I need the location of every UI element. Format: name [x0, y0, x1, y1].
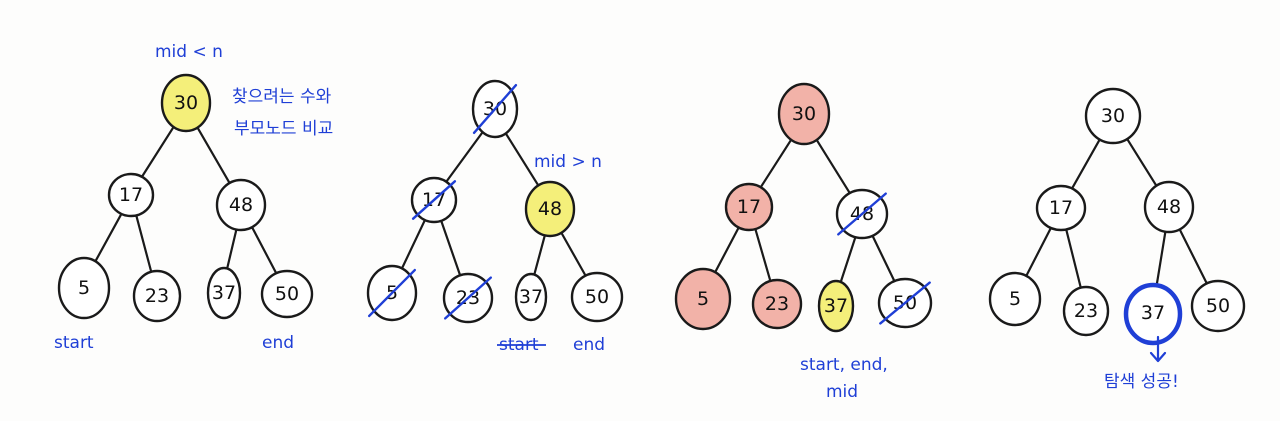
tree-edge [225, 227, 238, 271]
tree-edge [1070, 137, 1102, 191]
tree-node-rl-value: 37 [824, 295, 848, 317]
tree-node-rr-value: 50 [275, 283, 299, 305]
tree-edge [503, 131, 541, 188]
tree-edge [93, 211, 124, 264]
panel-4-found: 30 17 48 5 23 37 50 [988, 87, 1246, 346]
tree-node-rl-value: 37 [519, 286, 543, 308]
tree-node-ll-circle [674, 267, 732, 331]
tree-node-r-value: 48 [1157, 196, 1181, 218]
panel-1-compare-root: 30 17 48 5 23 37 50 [57, 73, 314, 323]
found-node-ring [1123, 282, 1183, 346]
tree-edge [839, 234, 857, 285]
tree-node-rr-circle [1190, 279, 1246, 333]
tree-edge [250, 224, 279, 276]
tree-edge [195, 125, 232, 186]
tree-node-lr-circle [1062, 285, 1110, 337]
tree-node-r-value: 48 [229, 194, 253, 216]
tree-node-l-value: 17 [1049, 197, 1073, 219]
tree-node-root-value: 30 [1101, 105, 1125, 127]
tree-node-r-circle [215, 178, 267, 232]
eliminated-slash [472, 83, 518, 135]
tree-edge [759, 137, 794, 190]
tree-node-ll-value: 5 [1009, 288, 1021, 310]
tree-node-rl-circle [817, 279, 855, 333]
tree-node-l-circle [724, 182, 774, 232]
tree-node-r-circle [1143, 180, 1195, 234]
tree-node-ll-value: 5 [697, 288, 709, 310]
tree-node-l-value: 17 [737, 196, 761, 218]
tree-node-root-circle [160, 73, 212, 133]
tree-edge [1064, 227, 1083, 290]
panel-2-mid-gt-n-label: mid > n [534, 152, 602, 172]
panel-4-result-label: 탐색 성공! [1104, 372, 1179, 392]
panel-2-end-label: end [573, 335, 605, 355]
eliminated-slash [879, 281, 931, 325]
tree-node-rl-value: 37 [1141, 302, 1165, 324]
tree-node-lr-circle [751, 278, 803, 330]
panel-4-down-arrow [1149, 335, 1167, 363]
tree-node-rl-value: 37 [212, 282, 236, 304]
panel-1-start-label: start [54, 333, 94, 353]
tree-node-root-circle [1084, 87, 1142, 145]
tree-node-root-value: 30 [174, 92, 198, 114]
tree-edge [713, 225, 741, 275]
tree-edge [1178, 227, 1209, 286]
tree-node-ll-circle [988, 271, 1042, 327]
tree-node-rr-circle [260, 269, 314, 319]
tree-node-lr-value: 23 [765, 293, 789, 315]
tree-node-root-circle [777, 82, 831, 146]
eliminated-slash [837, 192, 887, 236]
eliminated-slash [444, 276, 492, 320]
tree-node-rr-value: 50 [1206, 295, 1230, 317]
tree-edge [559, 230, 588, 278]
tree-node-rl-circle [514, 272, 548, 322]
eliminated-slash [368, 268, 416, 318]
tree-edge [140, 124, 176, 179]
tree-edge [134, 213, 153, 275]
tree-node-lr-value: 23 [1074, 300, 1098, 322]
tree-node-rl-circle [206, 266, 242, 320]
tree-edge [814, 137, 852, 196]
tree-node-ll-value: 5 [78, 277, 90, 299]
tree-node-lr-circle [132, 269, 182, 323]
panel-1-note-line2: 부모노드 비교 [234, 119, 333, 139]
tree-edge [439, 218, 462, 278]
tree-node-l-circle [107, 172, 155, 218]
tree-edge [1024, 225, 1053, 279]
tree-edge [870, 233, 897, 284]
tree-edge [1125, 136, 1159, 188]
tree-node-l-value: 17 [119, 184, 143, 206]
tree-node-lr-value: 23 [145, 285, 169, 307]
tree-edge [444, 129, 485, 184]
panel-1-end-label: end [262, 333, 294, 353]
tree-node-root-value: 30 [792, 103, 816, 125]
tree-node-ll-circle [57, 256, 111, 320]
panel-3-label-line2: mid [826, 382, 858, 402]
panel-1-mid-lt-n-label: mid < n [155, 42, 223, 62]
tree-node-r-value: 48 [538, 198, 562, 220]
tree-edge [532, 232, 547, 277]
eliminated-slash [411, 180, 457, 220]
tree-node-rr-circle [570, 271, 624, 323]
panel-3-label-line1: start, end, [800, 355, 888, 375]
tree-edge [1155, 229, 1167, 290]
tree-node-r-circle [524, 180, 576, 238]
tree-edge [400, 217, 427, 271]
tree-node-l-circle [1035, 184, 1087, 232]
tree-edge [753, 226, 772, 284]
panel-1-note-line1: 찾으려는 수와 [232, 87, 332, 107]
tree-node-rr-value: 50 [585, 286, 609, 308]
